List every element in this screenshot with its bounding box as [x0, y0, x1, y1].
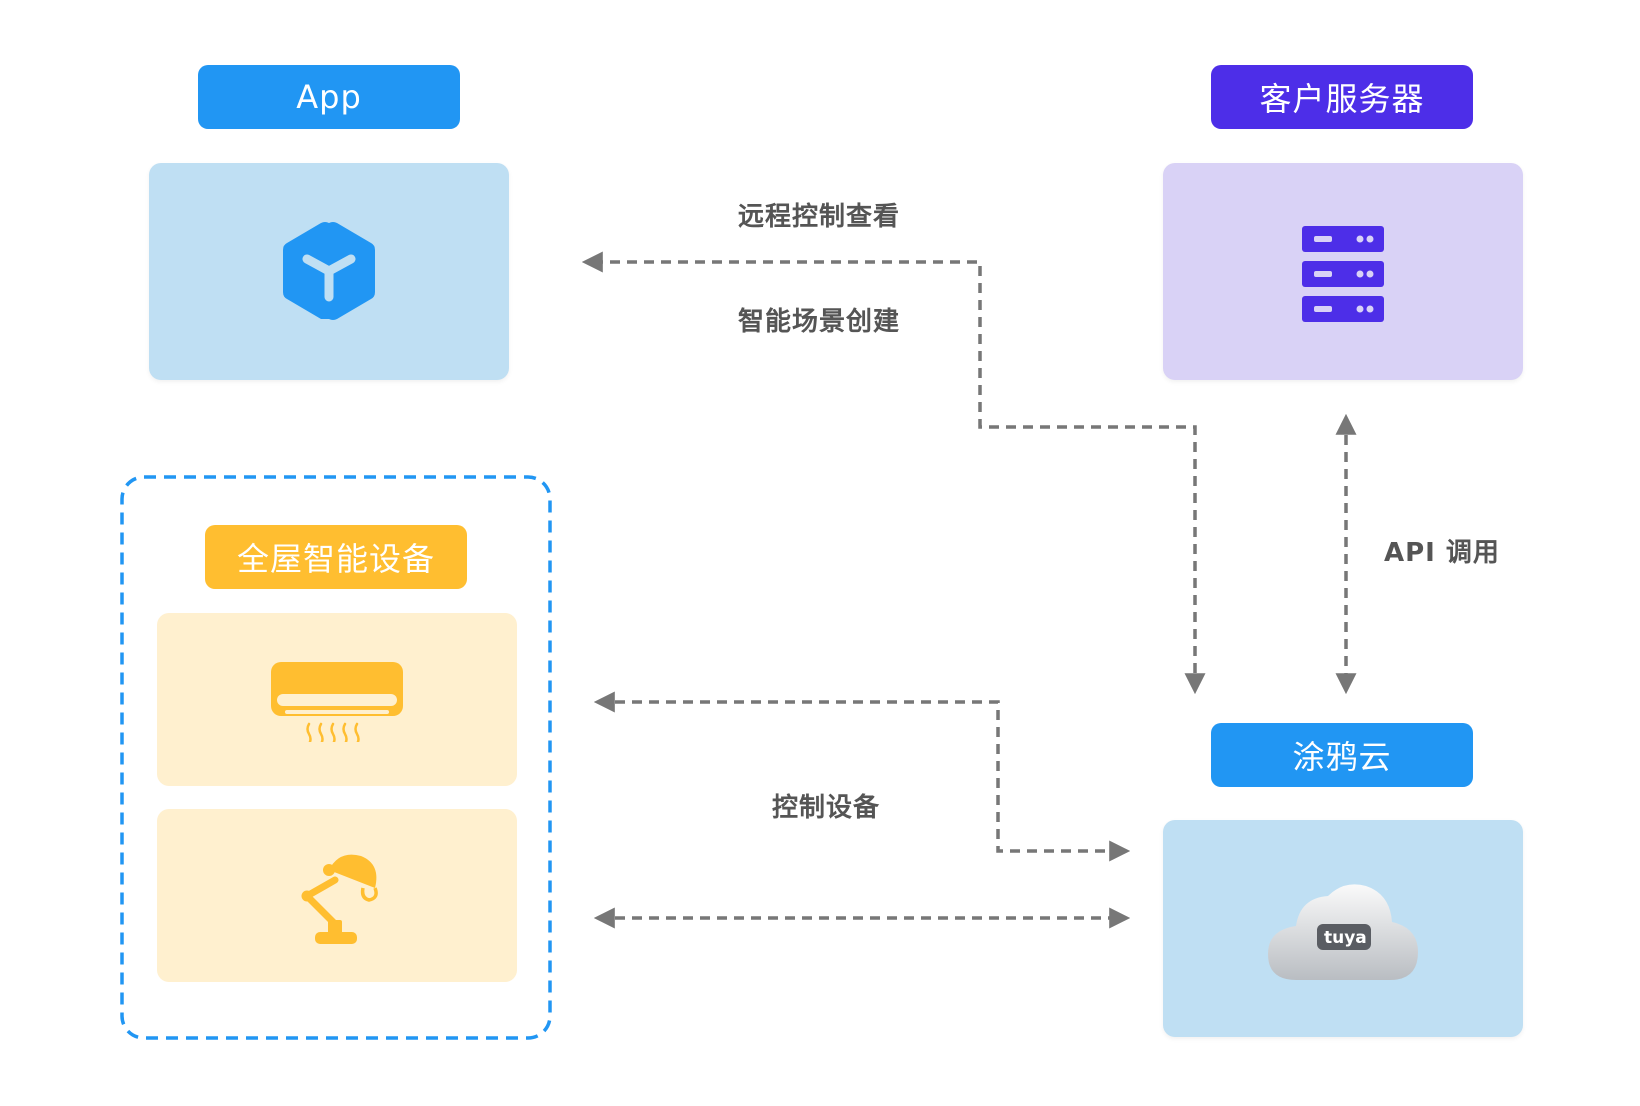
cube-icon [283, 222, 375, 320]
server-label: 客户服务器 [1211, 65, 1473, 129]
tuya-cloud-icon: tuya [1268, 884, 1418, 980]
air-conditioner-icon [271, 662, 403, 742]
edge-label-remote-control: 远程控制查看 [738, 202, 901, 232]
app-label: App [198, 65, 460, 129]
server-panel [1163, 163, 1523, 380]
device-panel-air-conditioner [157, 613, 517, 786]
device-group-border [120, 475, 552, 1040]
desk-lamp-icon [301, 854, 378, 944]
app-panel [149, 163, 509, 380]
cloud-panel: tuya [1163, 820, 1523, 1037]
edge-label-api-call: API 调用 [1384, 538, 1500, 568]
edge-label-control-devices: 控制设备 [772, 793, 881, 823]
edge-label-smart-scene: 智能场景创建 [738, 307, 901, 337]
devices-label: 全屋智能设备 [205, 525, 467, 589]
devices-cloud-connector-upper [593, 691, 1131, 862]
cloud-label: 涂鸦云 [1211, 723, 1473, 787]
device-panel-desk-lamp [157, 809, 517, 982]
app-cloud-connector [581, 251, 1206, 695]
tuya-logo-text: tuya [1324, 928, 1367, 948]
server-icon [1302, 226, 1384, 322]
